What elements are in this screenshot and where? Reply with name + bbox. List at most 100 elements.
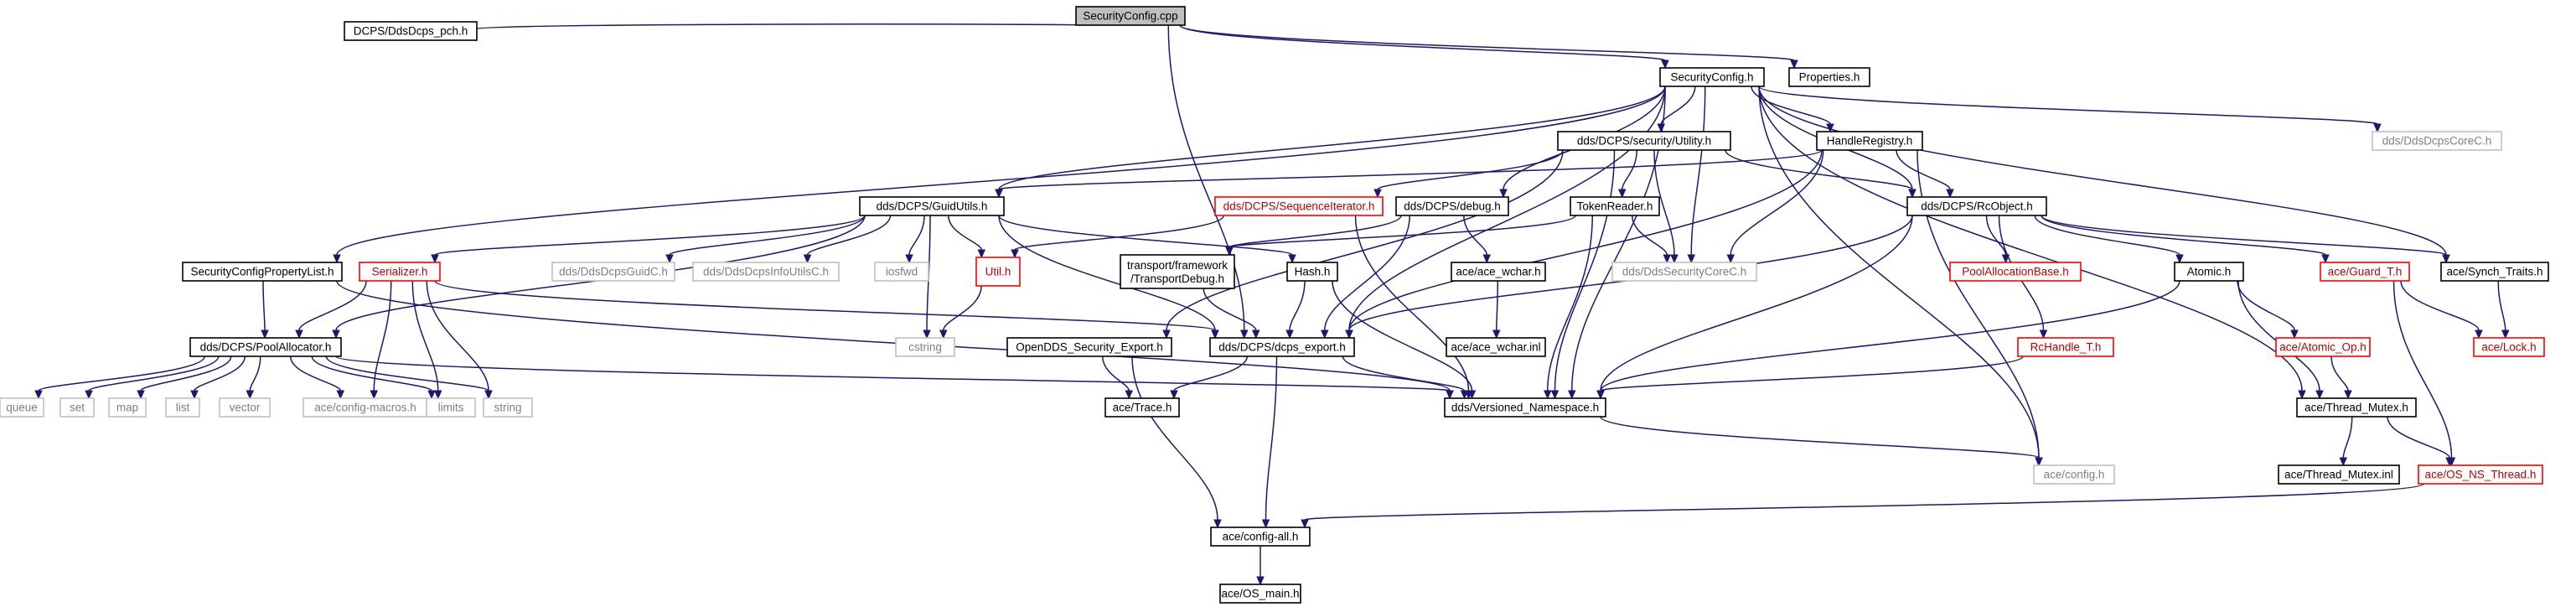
edge-arrowhead (2344, 390, 2352, 400)
node-rcobj[interactable]: dds/DCPS/RcObject.h (1906, 196, 2047, 216)
node-verns[interactable]: dds/Versioned_Namespace.h (1444, 397, 1606, 418)
node-label: RcHandle_T.h (2030, 341, 2102, 354)
node-label: SecurityConfig.cpp (1083, 10, 1177, 23)
node-seqit[interactable]: dds/DCPS/SequenceIterator.h (1214, 196, 1384, 216)
node-label: dds/DCPS/RcObject.h (1921, 200, 2033, 213)
node-dcpsexp[interactable]: dds/DCPS/dcps_export.h (1209, 337, 1355, 357)
edge-arrowhead (1687, 254, 1696, 264)
node-osnsthr[interactable]: ace/OS_NS_Thread.h (2418, 464, 2543, 485)
node-sech[interactable]: SecurityConfig.h (1659, 67, 1765, 87)
edge-line (298, 280, 367, 331)
node-box (426, 397, 476, 418)
node-label: cstring (908, 341, 942, 354)
node-label: dds/DCPS/security/Utility.h (1577, 135, 1711, 148)
edge-arrowhead (1543, 390, 1552, 400)
node-wcharinl[interactable]: ace/ace_wchar.inl (1446, 337, 1546, 357)
edge-util-to-seqit (1373, 149, 1564, 199)
node-label: dds/DCPS/PoolAllocator.h (200, 341, 332, 354)
edge-arrowhead (995, 189, 1003, 199)
edge-arrowhead (2475, 329, 2483, 340)
edge-arrowhead (1946, 189, 1954, 199)
node-props[interactable]: Properties.h (1788, 67, 1870, 87)
node-utilh[interactable]: Util.h (975, 257, 1021, 287)
edge-arrowhead (1482, 254, 1492, 264)
node-pool[interactable]: dds/DCPS/PoolAllocator.h (189, 337, 342, 357)
edge-hreg-to-dcpsexp (1345, 149, 1823, 340)
edge-arrowhead (1596, 390, 1605, 400)
edge-seqit-to-utilh (1011, 215, 1224, 259)
edge-line (2237, 280, 2295, 331)
edge-line (998, 149, 1823, 190)
edge-token-to-verns (1543, 215, 1593, 400)
node-lock[interactable]: ace/Lock.h (2473, 337, 2545, 357)
node-util[interactable]: dds/DCPS/security/Utility.h (1557, 131, 1731, 151)
node-label: Properties.h (1799, 71, 1860, 84)
edge-line (1758, 86, 2040, 459)
node-label: iosfwd (886, 266, 918, 278)
edge-arrowhead (261, 329, 269, 340)
node-tdbg[interactable]: transport/framework/TransportDebug.h (1120, 254, 1235, 289)
node-box (1075, 6, 1186, 26)
edge-rcobj-to-pab (1985, 215, 2010, 264)
edge-line (908, 215, 925, 256)
edge-pool-to-verns (335, 355, 1454, 400)
node-osexp[interactable]: OpenDDS_Security_Export.h (1006, 337, 1172, 357)
edge-tdbg-to-dcpsexp (1203, 288, 1260, 340)
edge-arrowhead (1213, 519, 1222, 529)
node-label: ace/Lock.h (2481, 341, 2536, 354)
edge-line (2034, 215, 2180, 256)
node-debug[interactable]: dds/DCPS/debug.h (1395, 196, 1509, 216)
node-box (344, 21, 478, 41)
node-thrmutex[interactable]: ace/Thread_Mutex.h (2296, 397, 2417, 418)
node-box (2017, 337, 2114, 357)
edge-line (998, 215, 1216, 331)
edge-arrowhead (484, 390, 493, 400)
edge-guid-to-guidc (665, 215, 866, 264)
edge-line (1730, 149, 1824, 256)
edge-line (373, 280, 392, 392)
node-ser[interactable]: Serializer.h (359, 262, 441, 282)
edge-arrowhead (2501, 329, 2510, 340)
edge-osexp-to-trace (1102, 355, 1134, 400)
node-set: set (59, 397, 95, 418)
node-rch[interactable]: RcHandle_T.h (2017, 337, 2114, 357)
node-hash[interactable]: Hash.h (1286, 262, 1338, 282)
node-thrmutexinl[interactable]: ace/Thread_Mutex.inl (2278, 464, 2400, 485)
node-label: dds/DCPS/debug.h (1404, 200, 1501, 213)
edge-arrowhead (333, 254, 341, 264)
edge-line (2041, 215, 2447, 256)
node-root[interactable]: SecurityConfig.cpp (1075, 6, 1186, 26)
node-label: dds/DdsDcpsCoreC.h (2382, 135, 2492, 148)
node-pch[interactable]: DCPS/DdsDcps_pch.h (344, 21, 478, 41)
edge-rch-to-verns (1596, 355, 2024, 400)
edge-line (1600, 355, 2024, 392)
node-hreg[interactable]: HandleRegistry.h (1816, 131, 1923, 151)
edge-line (1173, 355, 1248, 392)
node-pab[interactable]: PoolAllocationBase.h (1949, 262, 2082, 282)
node-osmain[interactable]: ace/OS_main.h (1219, 584, 1301, 604)
edge-hash-to-dcpsexp (1285, 280, 1306, 340)
node-wchar[interactable]: ace/ace_wchar.h (1451, 262, 1546, 282)
node-label: ace/ace_wchar.inl (1451, 341, 1540, 354)
edge-arrowhead (2001, 254, 2010, 264)
edge-line (336, 280, 1451, 392)
node-cfgall[interactable]: ace/config-all.h (1210, 527, 1311, 547)
node-spl[interactable]: SecurityConfigPropertyList.h (182, 262, 343, 282)
edge-line (325, 355, 489, 392)
node-guid[interactable]: dds/DCPS/GuidUtils.h (859, 196, 1005, 216)
node-list: list (165, 397, 200, 418)
edge-line (434, 215, 866, 256)
node-token[interactable]: TokenReader.h (1570, 196, 1660, 216)
node-atomop[interactable]: ace/Atomic_Op.h (2275, 337, 2371, 357)
node-label: dds/DCPS/SequenceIterator.h (1223, 200, 1375, 213)
edge-arrowhead (1301, 519, 1309, 529)
node-trace[interactable]: ace/Trace.h (1104, 397, 1180, 418)
node-synch[interactable]: ace/Synch_Traits.h (2440, 262, 2549, 282)
node-label: dds/DCPS/dcps_export.h (1218, 341, 1346, 354)
edge-line (998, 86, 1666, 190)
edge-line (1600, 416, 2040, 459)
edge-pool-to-queue (34, 355, 205, 400)
node-guardt[interactable]: ace/Guard_T.h (2320, 262, 2410, 282)
node-atomic[interactable]: Atomic.h (2174, 262, 2244, 282)
edge-sech-to-secc (1687, 86, 1706, 264)
